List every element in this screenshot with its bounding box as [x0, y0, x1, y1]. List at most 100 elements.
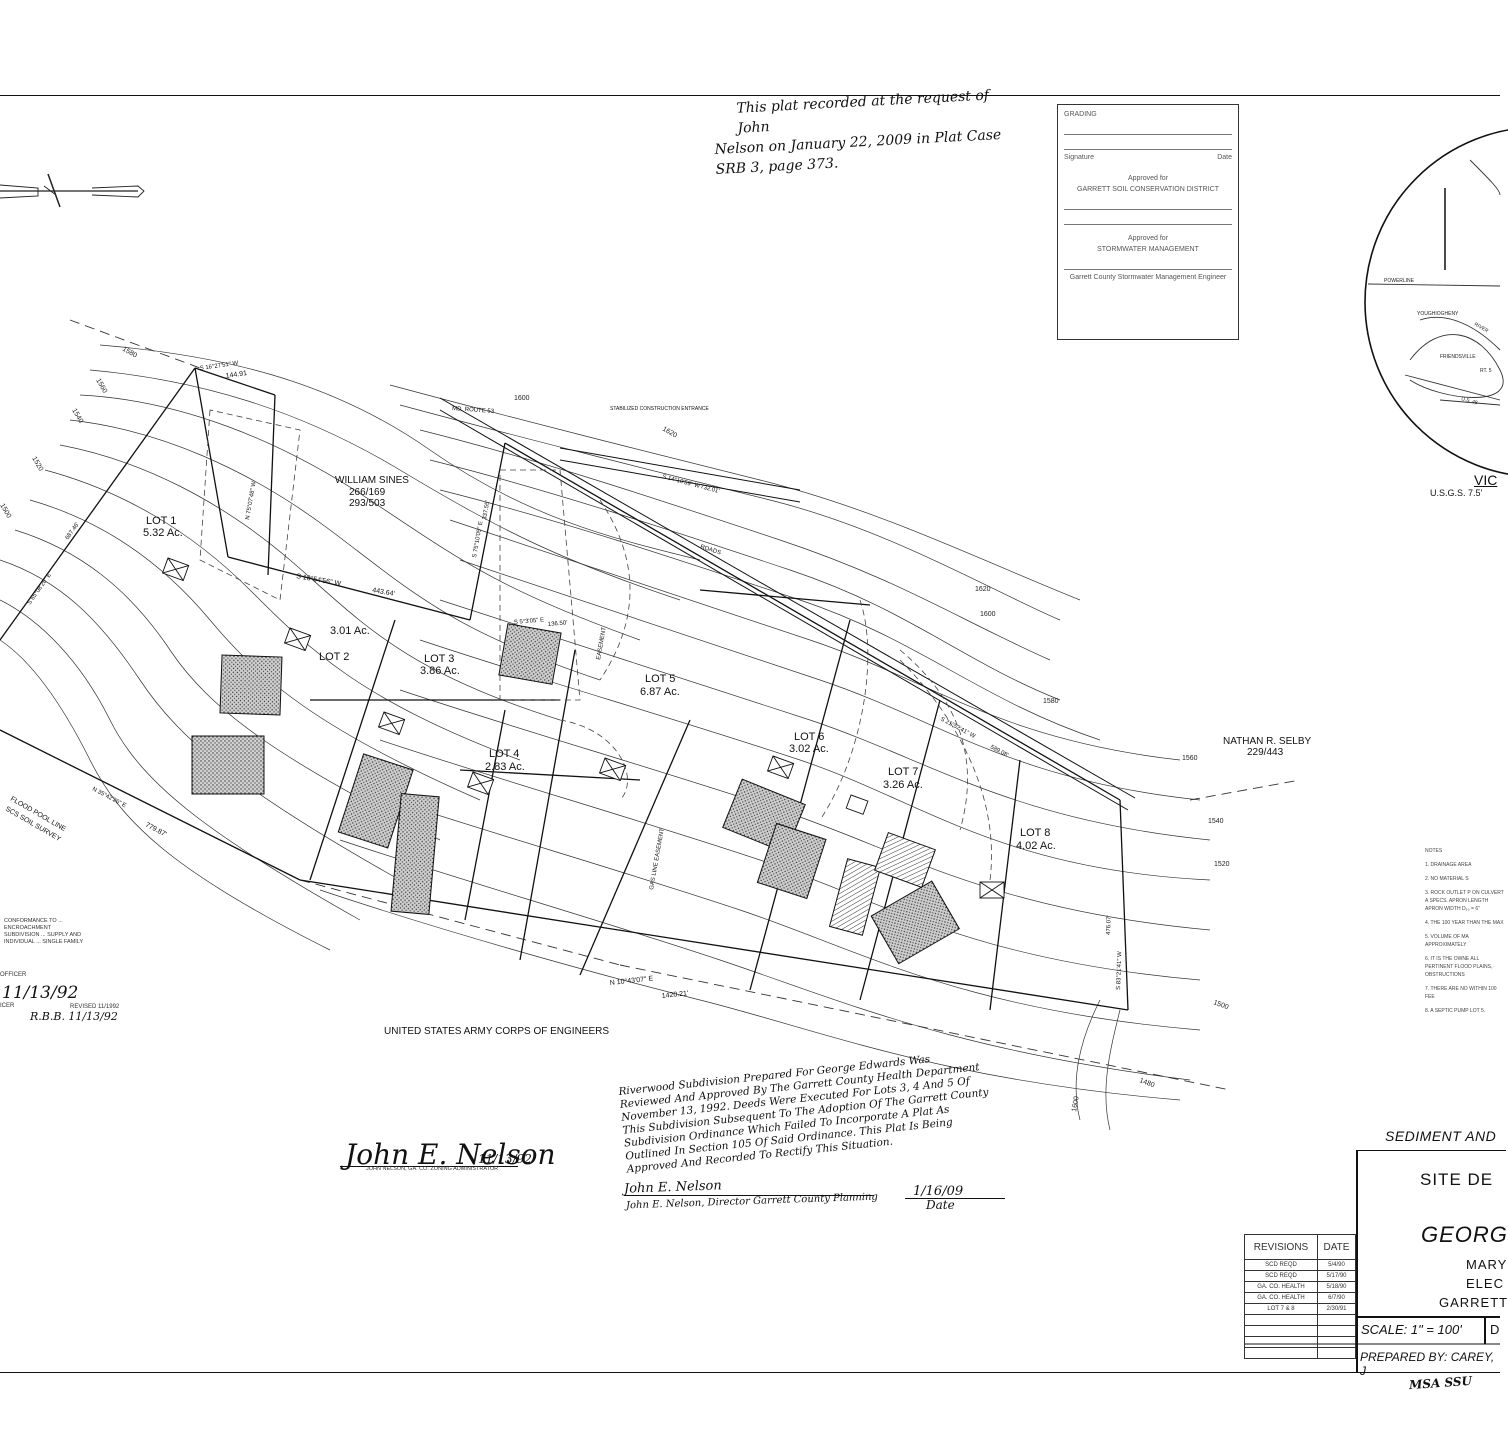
nelson-signature-date: 11/13/92 — [478, 1152, 532, 1166]
lot-1-name: LOT 1 — [146, 515, 176, 527]
title-line-1: MARY — [1466, 1257, 1508, 1272]
contour-label: 1480 — [1138, 1077, 1155, 1089]
stamp-signature-line — [1064, 137, 1232, 150]
title-scale: SCALE: 1" = 100' — [1361, 1322, 1462, 1337]
table-row — [1244, 1347, 1356, 1359]
sediment-title: SEDIMENT AND — [1385, 1128, 1497, 1144]
bearing-b2-distance: 443.64' — [372, 587, 396, 598]
bearing-b3: S 14°10'59" W — [661, 474, 700, 490]
revisions-header: REVISIONS — [1244, 1234, 1318, 1260]
bearing-b7: S 83°21'41" W — [1116, 951, 1123, 990]
officer-label: OFFICER — [0, 972, 27, 978]
lot-6-name: LOT 6 — [794, 731, 824, 743]
vicinity-subtitle: U.S.G.S. 7.5' — [1430, 488, 1483, 498]
owner-nathan-ref: 229/443 — [1247, 747, 1284, 758]
stamp-signature-label: Signature — [1064, 154, 1094, 161]
bearing-b9-distance: 589.08' — [989, 744, 1009, 758]
contour-label: 1540 — [1208, 818, 1224, 825]
officer-date: 11/13/92 — [2, 983, 79, 1003]
title-divider — [1356, 1316, 1500, 1318]
contour-label: 1600 — [514, 395, 530, 402]
contour-lines — [0, 344, 1211, 1131]
contour-label: 1600 — [980, 611, 996, 618]
owner-william-ref2: 293/503 — [349, 498, 386, 509]
revised-date: R.B.B. 11/13/92 — [30, 1010, 118, 1023]
contour-label: 1620 — [661, 426, 678, 440]
vicinity-powerline: POWERLINE — [1384, 278, 1415, 284]
route-label: MD. ROUTE 53 — [452, 406, 495, 415]
vicinity-rt: RT. 5 — [1480, 368, 1492, 374]
lot-6-acres: 3.02 Ac. — [789, 743, 829, 755]
revision-name: LOT 7 & 8 — [1244, 1303, 1318, 1315]
note-item: 2. NO MATERIAL S — [1425, 876, 1469, 882]
vicinity-river: RIVER — [1473, 322, 1490, 335]
vicinity-youghiogheny: YOUGHIOGHENY — [1417, 311, 1459, 317]
title-site: SITE DE — [1420, 1170, 1494, 1189]
bearing-b8-distance: 136.50' — [548, 620, 568, 628]
contour-label: 1540 — [70, 408, 84, 425]
conformance-note: CONFORMANCE TO ... ENCROACHMENT SUBDIVIS… — [4, 918, 84, 945]
contour-label: 1580 — [1043, 698, 1059, 705]
lot-5-acres: 6.87 Ac. — [640, 686, 680, 698]
title-block — [1356, 1150, 1506, 1372]
planning-date-label: Date — [926, 1198, 955, 1212]
nelson-signature-line — [340, 1166, 518, 1167]
note-item: 1. DRAINAGE AREA — [1425, 862, 1472, 868]
revision-name: GA. CO. HEALTH — [1244, 1281, 1318, 1293]
officer-initial: ICER — [0, 1003, 15, 1009]
lot-1-acres: 5.32 Ac. — [143, 527, 183, 539]
owner-william-ref1: 266/169 — [349, 487, 386, 498]
stamp-signature-line — [1064, 122, 1232, 135]
bearing-b10: N 75°07'48" W — [245, 481, 258, 521]
note-item: 3. ROCK OUTLET P ON CULVERT A SPECS. APR… — [1425, 890, 1504, 912]
vicinity-map — [1364, 129, 1508, 475]
stamp-county-label: Garrett County Stormwater Management Eng… — [1069, 274, 1227, 281]
lot-7-name: LOT 7 — [888, 766, 918, 778]
notes-header: NOTES — [1425, 848, 1443, 854]
contour-label: 1520 — [30, 456, 44, 473]
planning-date-line — [905, 1198, 1005, 1199]
title-george: GEORG — [1421, 1222, 1508, 1247]
contour-label: 1620 — [975, 586, 991, 593]
lot-3-acres: 3.86 Ac. — [420, 665, 460, 677]
stabilized-entrance-label: STABILIZED CONSTRUCTION ENTRANCE — [610, 406, 709, 412]
bearing-b4-distance: 1420.21' — [661, 990, 688, 1000]
bearing-b7-distance: 476.07' — [1106, 915, 1113, 935]
planning-signature-line — [624, 1195, 874, 1196]
revision-date: 5/4/90 — [1317, 1259, 1356, 1271]
contour-label: 1500 — [0, 503, 12, 520]
title-prepared: PREPARED BY: CAREY, J — [1360, 1350, 1495, 1378]
stamp-approved-label-2: Approved for — [1127, 235, 1169, 242]
note-item: 4. THE 100 YEAR THAN THE MAX — [1425, 920, 1504, 926]
lot-2-name: LOT 2 — [319, 651, 349, 663]
title-divider — [1484, 1316, 1486, 1344]
revision-name: GA. CO. HEALTH — [1244, 1292, 1318, 1304]
lot-5-name: LOT 5 — [645, 673, 675, 685]
revisions-date-header: DATE — [1317, 1234, 1356, 1260]
lot-4-name: LOT 4 — [489, 748, 519, 760]
bearing-b11-distance: 337.55' — [482, 500, 491, 520]
title-line-2: ELEC — [1466, 1276, 1504, 1291]
planning-date: 1/16/09 — [913, 1184, 964, 1199]
revision-date: 6/7/90 — [1317, 1292, 1356, 1304]
lot-8-acres: 4.02 Ac. — [1016, 840, 1056, 852]
recording-note: This plat recorded at the request of Joh… — [712, 84, 1016, 180]
owner-army: UNITED STATES ARMY CORPS OF ENGINEERS — [384, 1026, 609, 1037]
table-row — [1244, 1314, 1356, 1326]
bearing-b11: S 75°10'05" E — [472, 521, 484, 559]
gas-line-label: GAS LINE EASEMENT — [649, 828, 666, 891]
revision-name: SCD REQD — [1244, 1270, 1318, 1282]
lot-7-acres: 3.26 Ac. — [883, 779, 923, 791]
revised-label: REVISED 11/1992 — [70, 1004, 120, 1010]
easement-label: EASEMENT — [596, 626, 608, 660]
note-item: 8. A SEPTIC PUMP LOT 5. — [1425, 1008, 1486, 1014]
vicinity-title: VIC — [1474, 472, 1498, 488]
note-item: 5. VOLUME OF MA APPROXIMATELY — [1425, 934, 1469, 948]
bearing-b6: N 35°42'26" E — [91, 786, 127, 809]
